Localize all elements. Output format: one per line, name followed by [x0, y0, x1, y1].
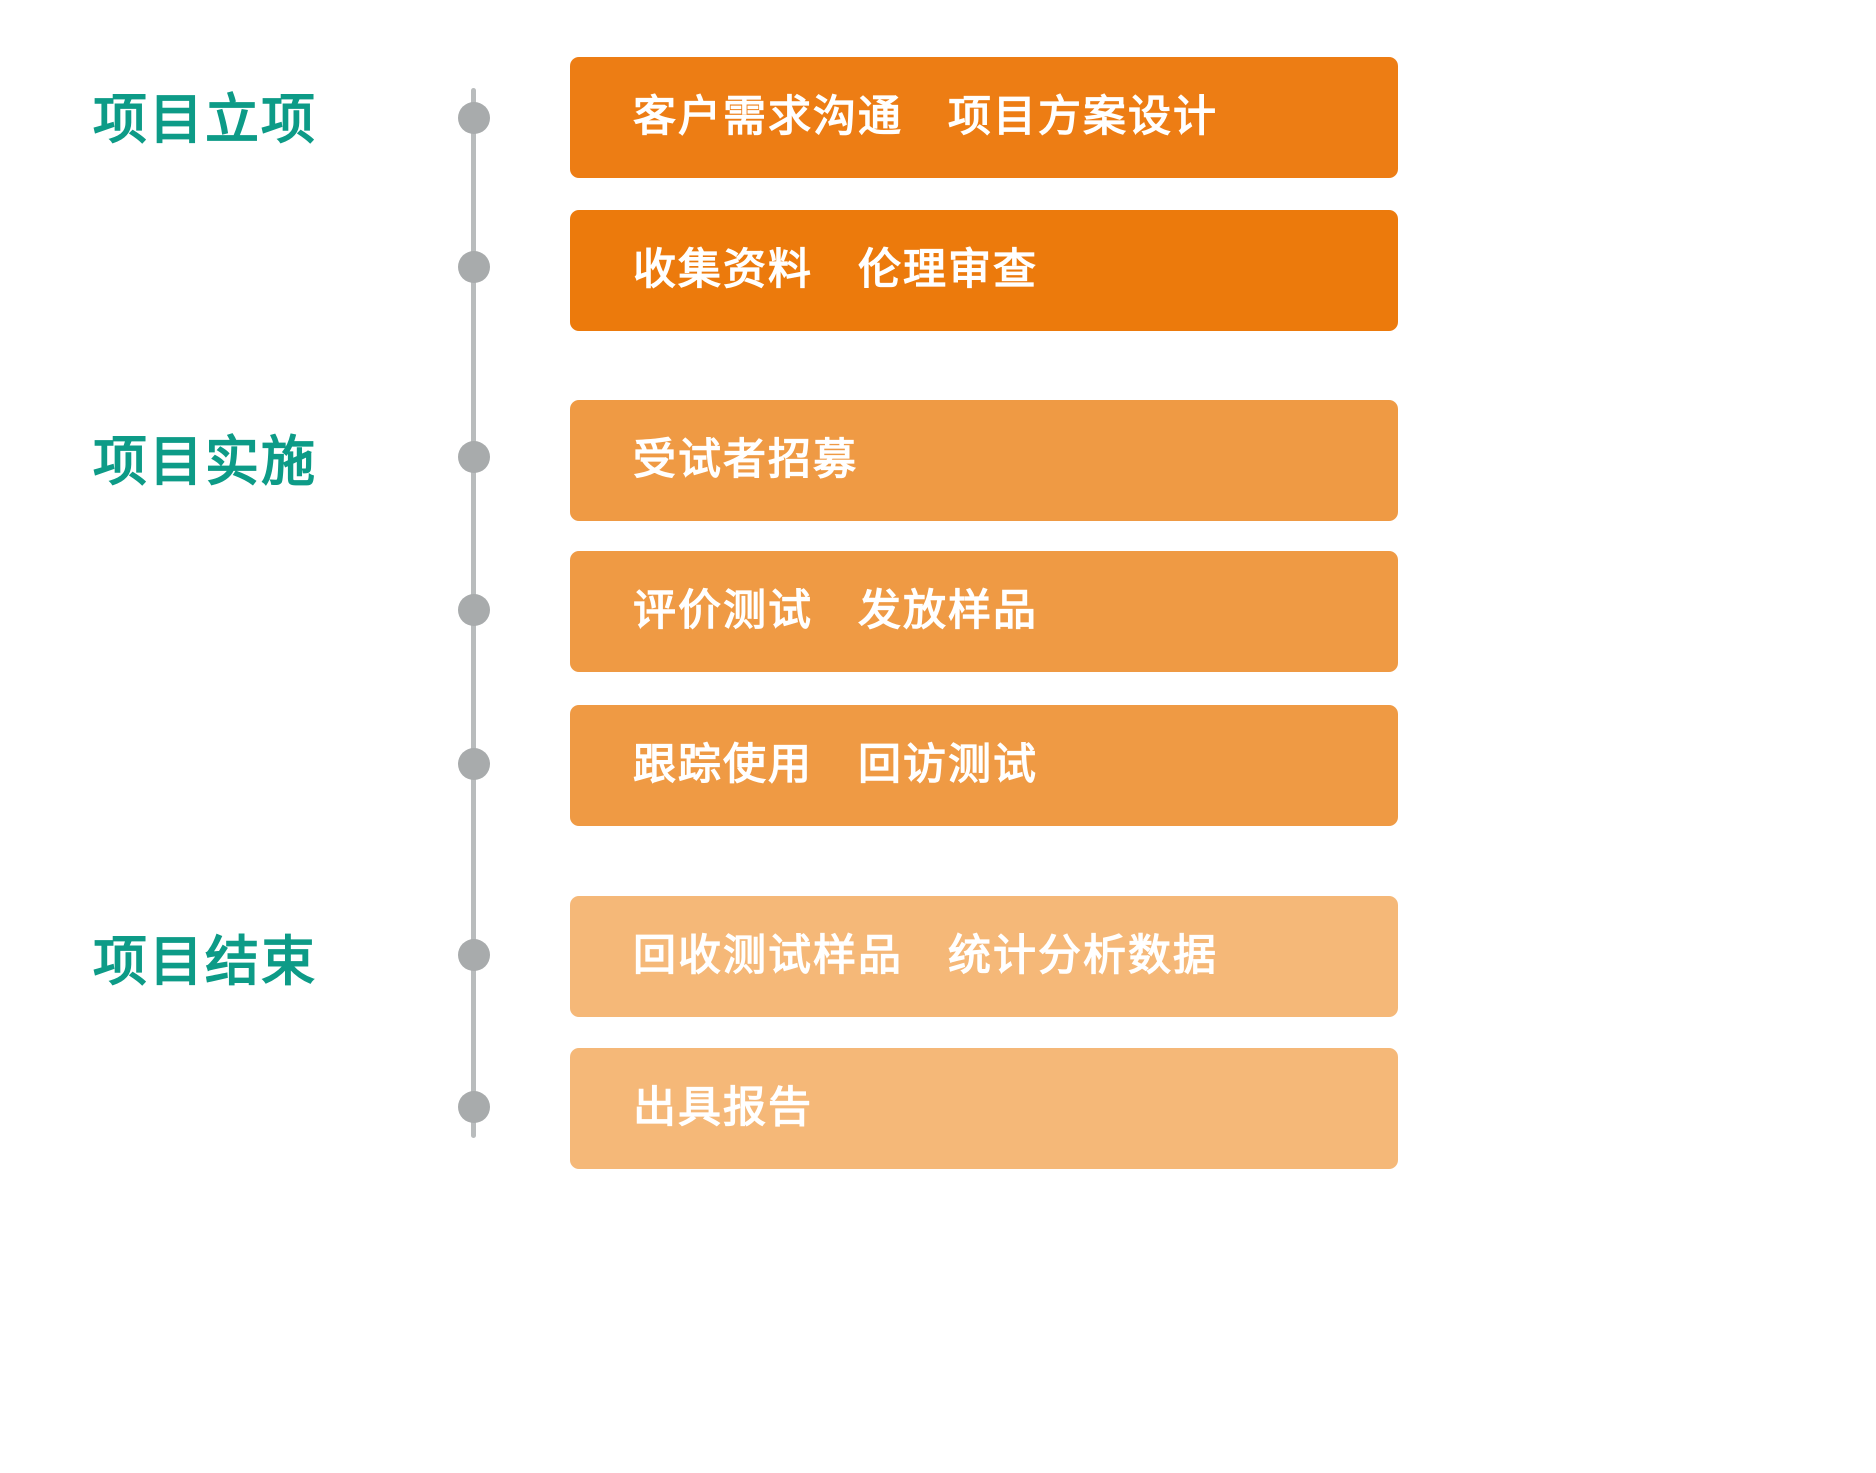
- step-bar[interactable]: 跟踪使用 回访测试: [570, 705, 1398, 826]
- timeline-dot[interactable]: [458, 594, 490, 626]
- step-bar[interactable]: 评价测试 发放样品: [570, 551, 1398, 672]
- step-bar[interactable]: 受试者招募: [570, 400, 1398, 521]
- timeline-dot[interactable]: [458, 1091, 490, 1123]
- step-bar[interactable]: 客户需求沟通 项目方案设计: [570, 57, 1398, 178]
- timeline-dot[interactable]: [458, 102, 490, 134]
- step-bar-label: 客户需求沟通 项目方案设计: [633, 93, 1218, 141]
- stage-label-1: 项目立项: [93, 90, 317, 150]
- timeline-dot[interactable]: [458, 251, 490, 283]
- step-bar[interactable]: 出具报告: [570, 1048, 1398, 1169]
- stage-label-3: 项目结束: [93, 932, 317, 992]
- stage-label-2: 项目实施: [93, 432, 317, 492]
- timeline-dot[interactable]: [458, 748, 490, 780]
- timeline-dot[interactable]: [458, 939, 490, 971]
- step-bar-label: 收集资料 伦理审查: [633, 246, 1038, 294]
- step-bar-label: 评价测试 发放样品: [633, 587, 1038, 635]
- step-bar-label: 受试者招募: [633, 436, 858, 484]
- step-bar-label: 出具报告: [633, 1084, 813, 1132]
- step-bar[interactable]: 收集资料 伦理审查: [570, 210, 1398, 331]
- step-bar-label: 跟踪使用 回访测试: [633, 741, 1038, 789]
- step-bar-label: 回收测试样品 统计分析数据: [633, 932, 1218, 980]
- timeline-dot[interactable]: [458, 441, 490, 473]
- step-bar[interactable]: 回收测试样品 统计分析数据: [570, 896, 1398, 1017]
